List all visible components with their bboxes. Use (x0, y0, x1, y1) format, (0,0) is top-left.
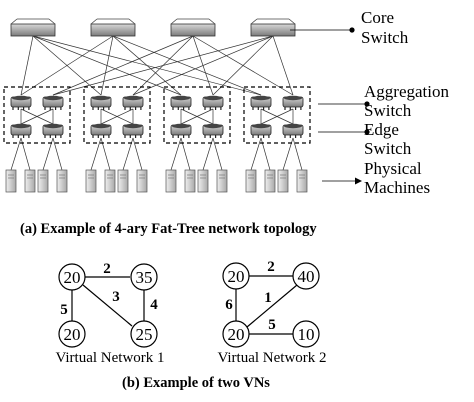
vn2-node (292, 262, 320, 290)
bullet-icon (364, 129, 370, 135)
vn1-node (130, 263, 158, 291)
server-icon (264, 169, 276, 193)
core-switches (10, 18, 296, 37)
edge-label-line1: Edge (364, 120, 399, 139)
aggregation-switch-icon (170, 95, 192, 110)
vn2-node (222, 262, 250, 290)
vn1-edge-weight: 2 (103, 261, 111, 277)
vn2-edge-weight: 1 (264, 290, 272, 306)
aggregation-switch-icon (90, 95, 112, 110)
edge-switch-label: Edge Switch (318, 120, 412, 158)
edge-switch-icon (90, 123, 112, 138)
server-icon (184, 169, 196, 193)
edge-switches (10, 123, 304, 138)
edge-switch-icon (202, 123, 224, 138)
vn2-label: Virtual Network 2 (217, 350, 326, 366)
arrow-icon (355, 177, 362, 185)
aggregation-edge-links (20, 108, 294, 125)
pod-box (243, 86, 311, 144)
physical-machines (5, 169, 308, 193)
vn2-node-value: 40 (298, 267, 315, 286)
vn2-edge-weight: 5 (268, 317, 276, 333)
core-label-line2: Switch (361, 28, 409, 47)
aggregation-switch-icon (10, 95, 32, 110)
server-icon (24, 169, 36, 193)
vn2-node (222, 320, 250, 348)
edge-switch-icon (10, 123, 32, 138)
edge-switch-icon (122, 123, 144, 138)
vn1-edge-weight: 5 (60, 302, 68, 318)
vn1-node-value: 20 (64, 325, 81, 344)
aggregation-switch-icon (42, 95, 64, 110)
server-icon (197, 169, 209, 193)
bullet-icon (349, 27, 355, 33)
server-icon (56, 169, 68, 193)
aggregation-switch-icon (202, 95, 224, 110)
core-switch-icon (10, 18, 56, 37)
core-switch-label: Core Switch (290, 8, 409, 47)
server-icon (245, 169, 257, 193)
aggregation-switch-label: Aggregation Switch (318, 82, 449, 120)
server-icon (216, 169, 228, 193)
server-icon (37, 169, 49, 193)
bullet-icon (364, 101, 370, 107)
vn1-labels: 20 35 20 25 2 5 3 4 Virtual Network 1 (55, 261, 164, 366)
vn1-node (58, 320, 86, 348)
pod-box (163, 86, 231, 144)
vn2-node-value: 20 (228, 267, 245, 286)
vn1-edge-weight: 3 (112, 289, 120, 305)
core-switch-icon (250, 18, 296, 37)
aggregation-switches (10, 95, 304, 110)
server-icon (277, 169, 289, 193)
caption-a: (a) Example of 4-ary Fat-Tree network to… (20, 221, 317, 237)
aggregation-switch-icon (282, 95, 304, 110)
vn1-node-value: 20 (64, 268, 81, 287)
vn2-node-value: 20 (228, 325, 245, 344)
server-icon (165, 169, 177, 193)
vn1-edge-weight: 4 (150, 297, 158, 313)
vn1-node (58, 263, 86, 291)
vn2-edge-weight: 2 (267, 259, 275, 275)
machines-label-line1: Physical (364, 159, 422, 178)
server-icon (296, 169, 308, 193)
vn1-node-value: 35 (136, 268, 153, 287)
vn2-labels: 20 40 20 10 2 6 1 5 Virtual Network 2 (217, 259, 326, 366)
edge-machine-links (10, 137, 303, 171)
edge-switch-icon (42, 123, 64, 138)
server-icon (117, 169, 129, 193)
caption-b: (b) Example of two VNs (122, 375, 270, 391)
server-icon (136, 169, 148, 193)
pod-box (3, 86, 71, 144)
edge-switch-icon (250, 123, 272, 138)
pod-box (83, 86, 151, 144)
edge-switch-icon (282, 123, 304, 138)
vn2-node-value: 10 (298, 325, 315, 344)
vn2-edge-weight: 6 (225, 297, 233, 313)
core-label-line1: Core (361, 8, 394, 27)
machines-label-line2: Machines (364, 178, 430, 197)
vn1-node-value: 25 (136, 325, 153, 344)
physical-machines-label: Physical Machines (322, 159, 430, 197)
edge-label-line2: Switch (364, 139, 412, 158)
aggregation-label-line2: Switch (364, 101, 412, 120)
core-switch-icon (90, 18, 136, 37)
edge-switch-icon (170, 123, 192, 138)
server-icon (104, 169, 116, 193)
aggregation-label-line1: Aggregation (364, 82, 449, 101)
virtual-network-2 (222, 262, 320, 348)
pod-boxes (3, 86, 311, 144)
aggregation-switch-icon (122, 95, 144, 110)
aggregation-switch-icon (250, 95, 272, 110)
core-aggregation-links (20, 35, 294, 96)
server-icon (85, 169, 97, 193)
vn2-node (292, 320, 320, 348)
vn1-node (130, 320, 158, 348)
virtual-network-1 (58, 263, 158, 348)
vn1-label: Virtual Network 1 (55, 350, 164, 366)
core-switch-icon (170, 18, 216, 37)
server-icon (5, 169, 17, 193)
